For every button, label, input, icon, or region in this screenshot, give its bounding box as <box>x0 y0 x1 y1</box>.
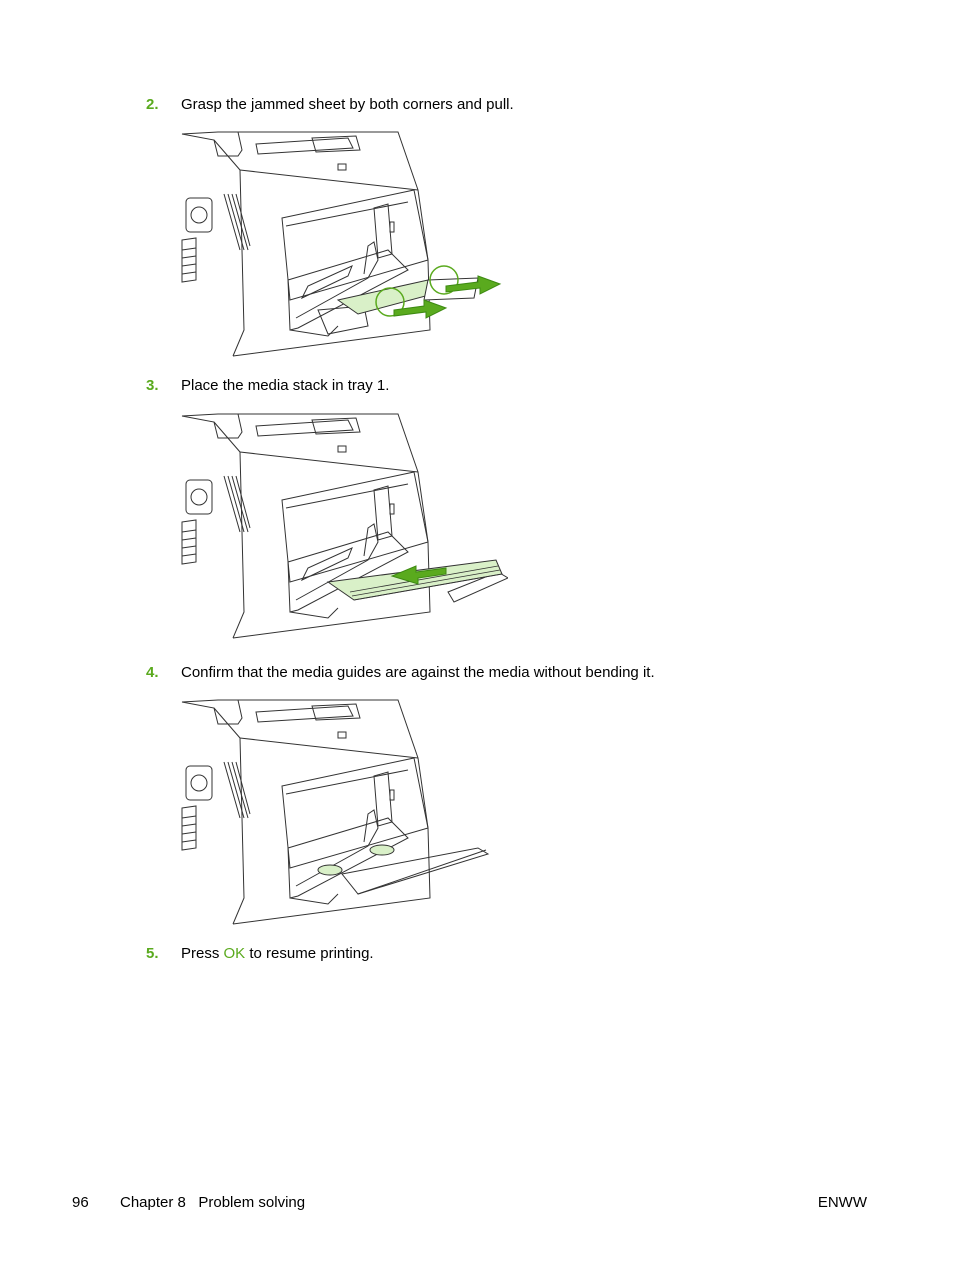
chapter-title: Chapter 8 Problem solving <box>120 1194 306 1211</box>
pull-arrow-icon <box>445 275 502 295</box>
step-text-after: to resume printing. <box>245 945 374 962</box>
step-text: Grasp the jammed sheet by both corners a… <box>181 96 514 113</box>
page-number: 96 <box>72 1194 89 1211</box>
step-text: Confirm that the media guides are agains… <box>181 664 655 681</box>
printer-illustration <box>181 131 502 357</box>
grip-circle-icon <box>375 287 405 317</box>
ok-button-label: OK <box>223 945 246 962</box>
pull-arrow-icon <box>393 299 448 319</box>
grip-circle-icon <box>429 265 459 295</box>
figure-media-guides <box>178 698 508 930</box>
printer-illustration <box>181 699 490 925</box>
step-text: Place the media stack in tray 1. <box>181 377 390 394</box>
printer-illustration <box>181 413 508 639</box>
figure-place-media-stack <box>178 412 508 644</box>
step-number: 2. <box>146 96 159 113</box>
figure-pull-jammed-sheet <box>178 130 508 362</box>
doc-code: ENWW <box>817 1194 867 1211</box>
step-2: 2. Grasp the jammed sheet by both corners… <box>146 96 514 114</box>
step-number: 4. <box>146 664 159 681</box>
step-3: 3. Place the media stack in tray 1. <box>146 377 389 395</box>
media-guide-right <box>369 844 395 856</box>
step-number: 3. <box>146 377 159 394</box>
insert-arrow-icon <box>390 565 447 585</box>
step-number: 5. <box>146 945 159 962</box>
media-guide-left <box>317 864 343 876</box>
step-4: 4. Confirm that the media guides are agai… <box>146 664 655 682</box>
step-5: 5. Press OK to resume printing. <box>146 945 374 963</box>
step-text-before: Press <box>181 945 224 962</box>
